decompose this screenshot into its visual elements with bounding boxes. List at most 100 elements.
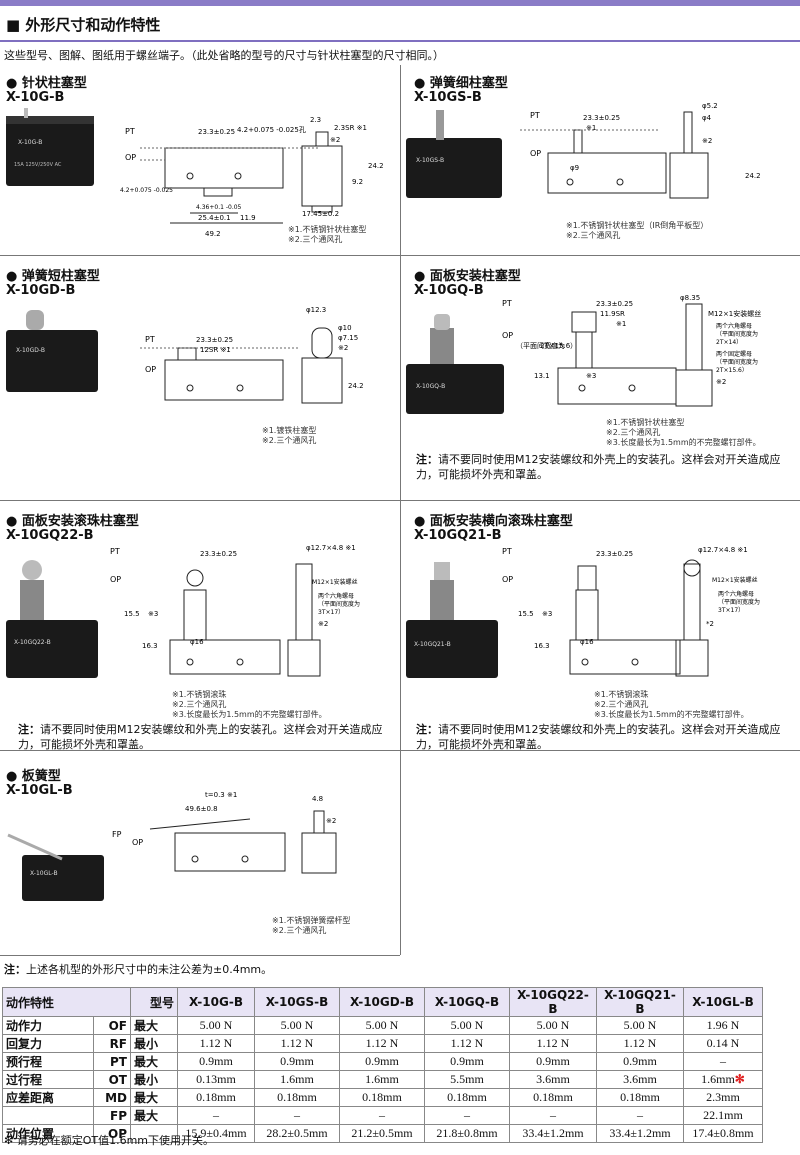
svg-text:OP: OP [502, 575, 513, 584]
svg-text:两个六角螺母: 两个六角螺母 [716, 322, 752, 330]
panel-note: 注：请不要同时使用M12安装螺纹和外壳上的安装孔。这样会对开关造成应力，可能损坏… [18, 723, 383, 751]
svg-text:PT: PT [502, 547, 512, 556]
svg-text:※3: ※3 [148, 610, 158, 618]
svg-text:*2: *2 [706, 620, 714, 628]
drawing-x10gq22-b: X-10GQ22-B PT OP 23.3±0.25 15.5 ※3 16.3 … [6, 544, 360, 678]
panel-title: ● 弹簧细柱塞型 [414, 76, 508, 91]
panel-title: ● 面板安装柱塞型 [414, 269, 521, 284]
switch-photo: X-10GQ22-B [6, 560, 98, 678]
panel-footnotes: ※1.不锈钢滚珠※2.三个通风孔※3.长度最长为1.5mm的不完整螺钉部件。 [594, 690, 749, 719]
svg-text:※1: ※1 [586, 124, 596, 132]
front-view [520, 129, 667, 194]
svg-text:OP: OP [125, 153, 136, 162]
drawing-x10g-b: X-10G-B 15A 125V/250V AC PT OP 23.3±0.25… [6, 108, 384, 238]
svg-text:23.3±0.25: 23.3±0.25 [596, 550, 633, 558]
svg-text:FP: FP [112, 830, 122, 839]
panel-footnotes: ※1.不锈钢弹簧摆杆型※2.三个通风孔 [272, 916, 351, 935]
model-header: X-10GS-B [254, 987, 340, 1017]
svg-text:12SR ※1: 12SR ※1 [200, 346, 231, 354]
svg-text:（平面间宽度为: （平面间宽度为 [516, 341, 565, 350]
model-header: X-10G-B [177, 987, 255, 1017]
header-label: 动作特性 [2, 987, 131, 1017]
svg-text:11.9SR: 11.9SR [600, 310, 625, 318]
panel-note: 注：请不要同时使用M12安装螺纹和外壳上的安装孔。这样会对开关造成应力，可能损坏… [416, 723, 781, 751]
panel-model: X-10GD-B [6, 283, 76, 298]
dimension-tolerance-note: 注：上述各机型的外形尺寸中的未注公差为±0.4mm。 [4, 963, 273, 976]
front-view [140, 147, 320, 224]
svg-text:OP: OP [145, 365, 156, 374]
svg-text:4.36+0.1 -0.05: 4.36+0.1 -0.05 [196, 204, 242, 211]
svg-text:φ16: φ16 [580, 638, 594, 646]
table-header-row: 动作特性 型号 X-10G-B X-10GS-B X-10GD-B X-10GQ… [2, 987, 763, 1017]
switch-photo: X-10GL-B [7, 833, 104, 901]
svg-text:※3: ※3 [542, 610, 552, 618]
header-model: 型号 [130, 987, 178, 1017]
side-view [675, 559, 709, 677]
top-accent-bar [0, 0, 800, 6]
svg-text:X-10G-B: X-10G-B [18, 139, 42, 146]
svg-text:※2: ※2 [338, 344, 348, 352]
front-view [149, 818, 286, 872]
model-header: X-10GD-B [339, 987, 425, 1017]
drawing-x10gq-b: X-10GQ-B PT OP 23.3±0.25 11.9SR ※1 （平面间宽… [406, 294, 761, 414]
svg-text:※2: ※2 [326, 817, 336, 825]
side-view [669, 111, 709, 199]
svg-text:9.2: 9.2 [352, 178, 363, 186]
svg-text:（平面间宽度为: （平面间宽度为 [718, 598, 760, 606]
title-rule [0, 40, 800, 42]
svg-text:23.3±0.25: 23.3±0.25 [583, 114, 620, 122]
panel-model: X-10GS-B [414, 90, 482, 105]
svg-text:49.2: 49.2 [205, 230, 221, 238]
drawing-x10gl-b: X-10GL-B t=0.3 ※1 49.6±0.8 FP OP 4.8 ※2 [7, 791, 337, 901]
svg-text:OP: OP [132, 838, 143, 847]
switch-photo: X-10GQ21-B [406, 562, 498, 678]
svg-text:φ8.35: φ8.35 [680, 294, 700, 302]
svg-text:3T×17）: 3T×17） [718, 607, 744, 614]
svg-text:23.3±0.25: 23.3±0.25 [596, 300, 633, 308]
svg-text:X-10GQ22-B: X-10GQ22-B [14, 639, 51, 646]
svg-text:M12×1安装螺丝: M12×1安装螺丝 [312, 578, 358, 586]
svg-text:X-10GQ-B: X-10GQ-B [416, 383, 445, 390]
svg-text:49.6±0.8: 49.6±0.8 [185, 805, 218, 813]
switch-photo: X-10GQ-B [406, 314, 504, 414]
svg-text:φ12.3: φ12.3 [306, 306, 326, 314]
svg-text:24.2: 24.2 [745, 172, 761, 180]
panel-model: X-10GQ22-B [6, 528, 94, 543]
svg-text:PT: PT [125, 127, 135, 136]
svg-text:两个六角螺母: 两个六角螺母 [718, 590, 754, 598]
svg-text:23.3±0.25: 23.3±0.25 [198, 128, 235, 136]
svg-text:（平面间宽度为: （平面间宽度为 [716, 330, 758, 338]
svg-text:2.3SR ※1: 2.3SR ※1 [334, 124, 367, 132]
drawing-x10gq21-b: X-10GQ21-B PT OP 23.3±0.25 15.5 ※3 16.3 … [406, 546, 760, 678]
svg-text:φ7.15: φ7.15 [338, 334, 358, 342]
panel-footnotes: ※1.镀铁柱塞型※2.三个通风孔 [262, 426, 317, 445]
svg-text:OP: OP [530, 149, 541, 158]
svg-text:PT: PT [110, 547, 120, 556]
side-view [287, 563, 321, 677]
svg-text:※3: ※3 [586, 372, 596, 380]
svg-text:M12×1安装螺丝: M12×1安装螺丝 [712, 576, 758, 584]
svg-text:24.2: 24.2 [348, 382, 364, 390]
svg-text:M12×1安装螺丝: M12×1安装螺丝 [708, 309, 761, 318]
svg-text:φ12.7×4.8 ※1: φ12.7×4.8 ※1 [306, 544, 356, 552]
svg-text:15A 125V/250V AC: 15A 125V/250V AC [14, 162, 62, 168]
switch-photo: X-10G-B 15A 125V/250V AC [6, 108, 94, 186]
switch-photo: X-10GD-B [6, 310, 98, 392]
svg-text:4.8: 4.8 [312, 795, 323, 803]
side-view [301, 810, 337, 874]
svg-text:φ5.2: φ5.2 [702, 102, 718, 110]
svg-text:φ10: φ10 [338, 324, 352, 332]
svg-text:X-10GQ21-B: X-10GQ21-B [414, 641, 451, 648]
svg-text:2T×14）: 2T×14） [716, 339, 742, 346]
svg-text:23.3±0.25: 23.3±0.25 [196, 336, 233, 344]
svg-text:25.4±0.1: 25.4±0.1 [198, 214, 231, 222]
svg-text:23.3±0.25: 23.3±0.25 [200, 550, 237, 558]
model-header: X-10GQ22-B [509, 987, 597, 1017]
svg-text:※2: ※2 [330, 136, 340, 144]
intro-text: 这些型号、图解、图纸用于螺丝端子。（此处省略的型号的尺寸与针状柱塞型的尺寸相同。… [4, 49, 444, 62]
svg-text:PT: PT [145, 335, 155, 344]
panel-footnotes: ※1.不锈钢滚珠※2.三个通风孔※3.长度最长为1.5mm的不完整螺钉部件。 [172, 690, 327, 719]
